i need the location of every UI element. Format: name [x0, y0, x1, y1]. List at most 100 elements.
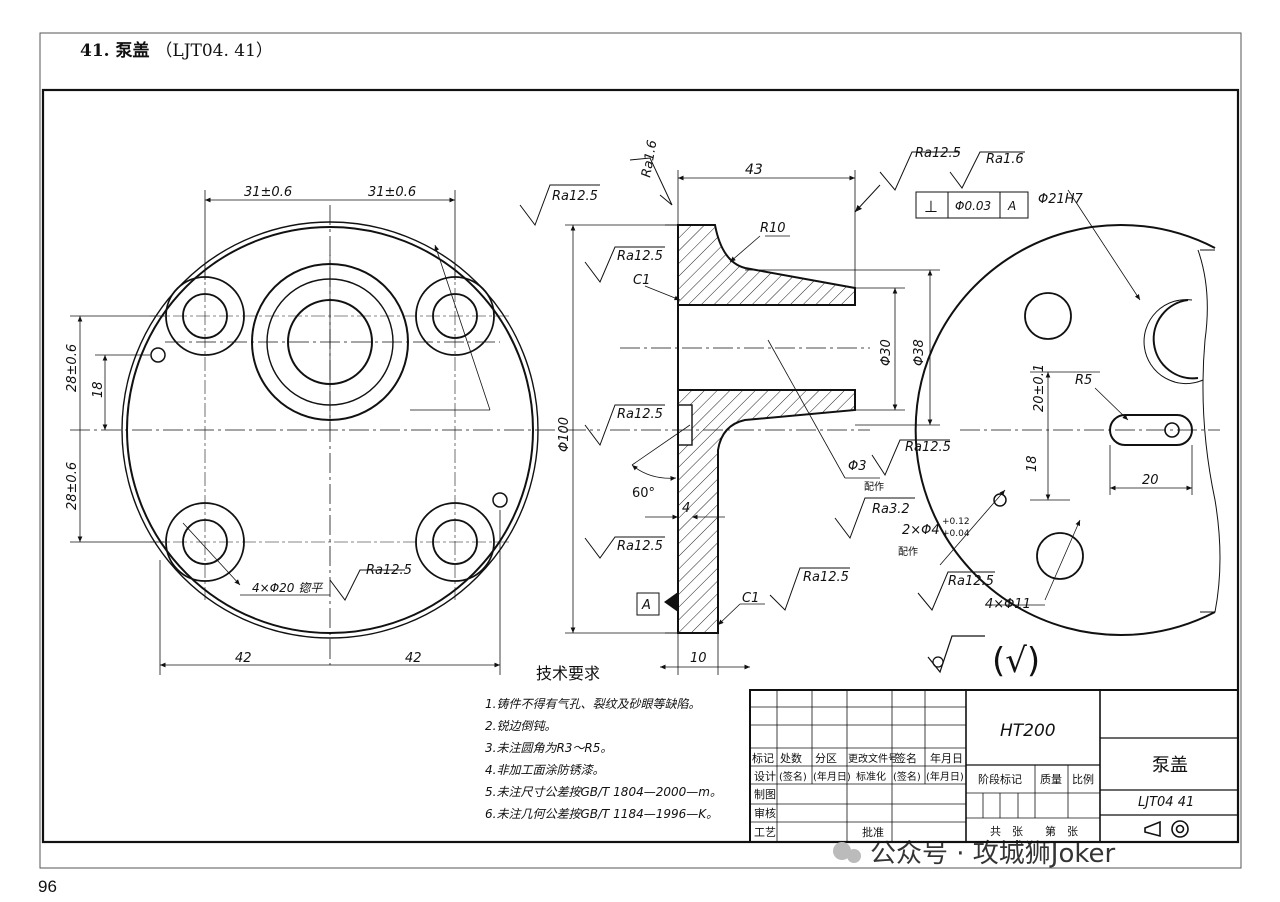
dim-18: 18 — [91, 381, 106, 398]
holes-callout: 4×Φ11 — [985, 597, 1031, 612]
pin-holes-callout: 2×Φ4 — [902, 523, 940, 538]
slot — [1109, 414, 1193, 446]
dim-phi100: Φ100 — [557, 417, 572, 452]
dim-r10: R10 — [760, 221, 786, 236]
front-view — [70, 190, 600, 675]
tb-sheet-no: 第 张 — [1045, 824, 1078, 838]
tb-sheets-total: 共 张 — [990, 825, 1023, 838]
hole-lower — [1036, 532, 1084, 580]
tb-weight: 质量 — [1040, 773, 1062, 786]
tb-change-doc: 更改文件号 — [848, 752, 898, 765]
section-hatch-lower — [677, 389, 856, 634]
roughness-top-right — [854, 151, 1025, 213]
drawing-border — [41, 88, 1240, 844]
tb-approve: 批准 — [862, 825, 884, 839]
tech-req-title: 技术要求 — [536, 664, 600, 683]
drawing-title: 泵盖 — [115, 41, 150, 61]
tech-req-6: 6.未注几何公差按GB/T 1184—1996—K。 — [485, 807, 718, 821]
general-roughness-symbol — [927, 635, 985, 674]
general-roughness-note: (√) — [992, 641, 1040, 681]
right-view — [914, 189, 1221, 636]
title-block — [749, 689, 1239, 843]
dim-42-right: 42 — [405, 651, 422, 666]
tb-signature: 签名 — [895, 751, 917, 765]
tb-process: 工艺 — [754, 826, 776, 839]
ra-12-5-a: Ra12.5 — [552, 189, 598, 204]
dim-4: 4 — [682, 501, 690, 516]
right-flange-arc — [914, 224, 1216, 636]
dim-31-right: 31±0.6 — [368, 185, 416, 200]
watermark-text: 公众号 · 攻城狮Joker — [870, 839, 1115, 869]
bolt-hole-callout: 4×Φ20 锪平 — [252, 581, 324, 595]
datum-a-box: A — [636, 592, 660, 616]
tb-date: 年月日 — [930, 751, 963, 765]
tech-req-2: 2.锐边倒钝。 — [485, 719, 556, 733]
dim-42-left: 42 — [235, 651, 252, 666]
tech-req-1: 1.铸件不得有气孔、裂纹及砂眼等缺陷。 — [485, 697, 700, 711]
ra-12-5-e: Ra12.5 — [803, 570, 849, 585]
flange-outline — [126, 226, 534, 634]
bore-dia-phi21h7: Φ21H7 — [1038, 192, 1084, 207]
dim-10: 10 — [690, 651, 707, 666]
ra-12-5-top: Ra12.5 — [915, 146, 961, 161]
bore-arc — [1152, 299, 1199, 380]
tech-req-5: 5.未注尺寸公差按GB/T 1804—2000—m。 — [485, 785, 722, 799]
svg-text:A: A — [1007, 199, 1016, 213]
page-number: 96 — [38, 877, 57, 896]
ra-12-5-b: Ra12.5 — [617, 249, 663, 264]
ra-12-5-d: Ra12.5 — [617, 539, 663, 554]
tb-stage: 阶段标记 — [978, 772, 1022, 786]
drawing-number: LJT04 41 — [1138, 795, 1194, 810]
figure-number: 41. — [80, 41, 110, 61]
svg-text:Ra12.5: Ra12.5 — [366, 563, 412, 578]
dim-20-tol: 20±0.1 — [1032, 364, 1047, 412]
svg-text:A: A — [641, 598, 651, 613]
section-dimensions — [565, 170, 940, 675]
geometric-tolerance-frame: ⊥ Φ0.03 A — [915, 191, 1029, 219]
slot-radius-r5: R5 — [1075, 373, 1092, 388]
tb-design-date: (年月日) — [813, 770, 851, 783]
tb-zone: 分区 — [815, 752, 837, 765]
roughness-front: Ra12.5 — [329, 563, 412, 601]
dim-28-lower: 28±0.6 — [65, 462, 80, 510]
watermark: 公众号 · 攻城狮Joker — [833, 839, 1115, 869]
tb-standardize: 标准化 — [856, 770, 886, 783]
drawing-code: （LJT04. 41） — [155, 41, 273, 61]
dim-28-upper: 28±0.6 — [65, 344, 80, 392]
section-hatch-upper — [677, 224, 856, 306]
tb-count: 处数 — [780, 752, 802, 765]
dim-c1-bottom: C1 — [742, 591, 759, 606]
dim-43: 43 — [745, 162, 763, 178]
tb-review: 审核 — [754, 806, 776, 820]
dim-phi38: Φ38 — [912, 339, 927, 366]
dim-c1-top: C1 — [633, 273, 650, 288]
ra-3-2: Ra3.2 — [872, 502, 910, 517]
dim-31-left: 31±0.6 — [244, 185, 292, 200]
tb-design: 设计 — [754, 770, 776, 783]
dim-slot-20: 20 — [1142, 473, 1159, 488]
dim-60deg: 60° — [632, 486, 655, 501]
outer-page-frame — [39, 32, 1242, 869]
datum-a-triangle — [664, 592, 678, 612]
perpendicularity-icon: ⊥ — [924, 197, 938, 216]
pin-note-match: 配作 — [898, 546, 918, 558]
dim-phi3: Φ3 — [848, 459, 867, 474]
pin-hole-left — [150, 347, 166, 363]
ra-12-5-holes: Ra12.5 — [948, 574, 994, 589]
first-angle-projection-icon — [1144, 820, 1189, 838]
tech-req-4: 4.非加工面涂防锈漆。 — [485, 763, 604, 777]
note-match-drill: 配作 — [864, 481, 884, 493]
bolt-holes — [150, 265, 510, 600]
part-name: 泵盖 — [1152, 755, 1188, 776]
ra-12-5-c: Ra12.5 — [617, 407, 663, 422]
svg-text:Φ0.03: Φ0.03 — [955, 199, 991, 213]
ra-12-5-f: Ra12.5 — [905, 440, 951, 455]
dim-phi30: Φ30 — [879, 339, 894, 366]
tb-design-sign: (签名) — [779, 770, 807, 783]
tb-draft: 制图 — [754, 788, 776, 801]
tb-mark: 标记 — [752, 751, 774, 765]
ra-1-6-top: Ra1.6 — [986, 152, 1024, 167]
tb-std-sign: (签名) — [893, 770, 921, 783]
pin-hole-right — [492, 492, 508, 508]
